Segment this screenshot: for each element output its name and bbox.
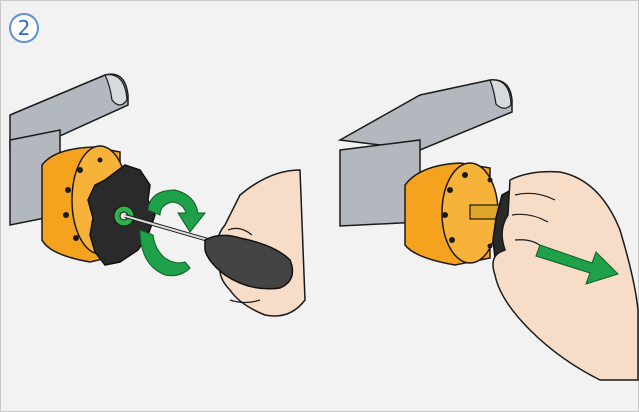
left-panel — [10, 74, 305, 316]
rotate-arrow-icon — [140, 190, 205, 276]
hand-pulling-icon — [493, 172, 638, 380]
hand-with-screwdriver-icon — [205, 170, 305, 316]
right-panel — [340, 80, 638, 380]
